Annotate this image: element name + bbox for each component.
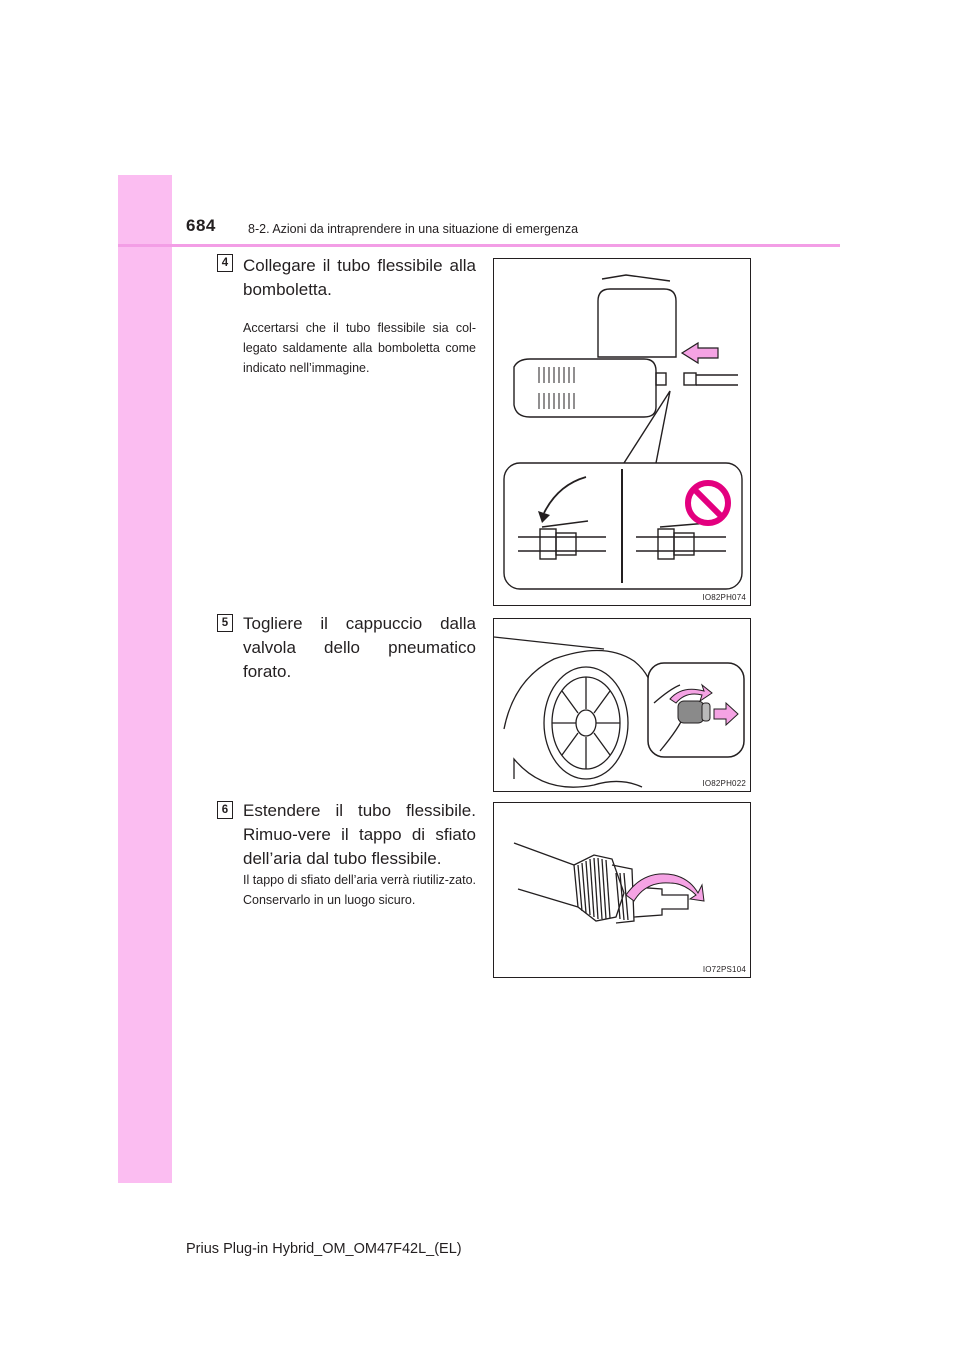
step-note: Il tappo di sfiato dell’aria verrà riuti… [243,873,476,907]
valve-cap-illustration [494,636,745,788]
step-number-badge: 5 [217,614,233,632]
figure-valve-cap: IO82PH022 [493,618,751,792]
figure-code: IO82PH022 [702,779,746,788]
figure-hose-connection: IO82PH074 [493,258,751,606]
step-instruction: Collegare il tubo flessibile alla bombol… [243,256,476,299]
chapter-side-band [118,175,172,1183]
figure-code: IO82PH074 [702,593,746,602]
air-vent-cap-illustration [513,842,705,924]
step-number-badge: 4 [217,254,233,272]
step-instruction: Estendere il tubo flessibile. Rimuo-vere… [243,801,476,868]
figure-air-vent-cap: IO72PS104 [493,802,751,978]
footer-model: Prius Plug-in Hybrid_OM_OM47F42L_(EL) [186,1241,462,1257]
hose-connection-illustration [503,274,743,590]
page-number: 684 [186,216,216,235]
step-instruction: Togliere il cappuccio dalla valvola dell… [243,614,476,681]
figure-code: IO72PS104 [702,965,746,974]
step-number-badge: 6 [217,801,233,819]
section-title: 8-2. Azioni da intraprendere in una situ… [248,222,579,236]
header-rule [118,244,840,247]
step-note: Accertarsi che il tubo flessibile sia co… [243,321,476,375]
